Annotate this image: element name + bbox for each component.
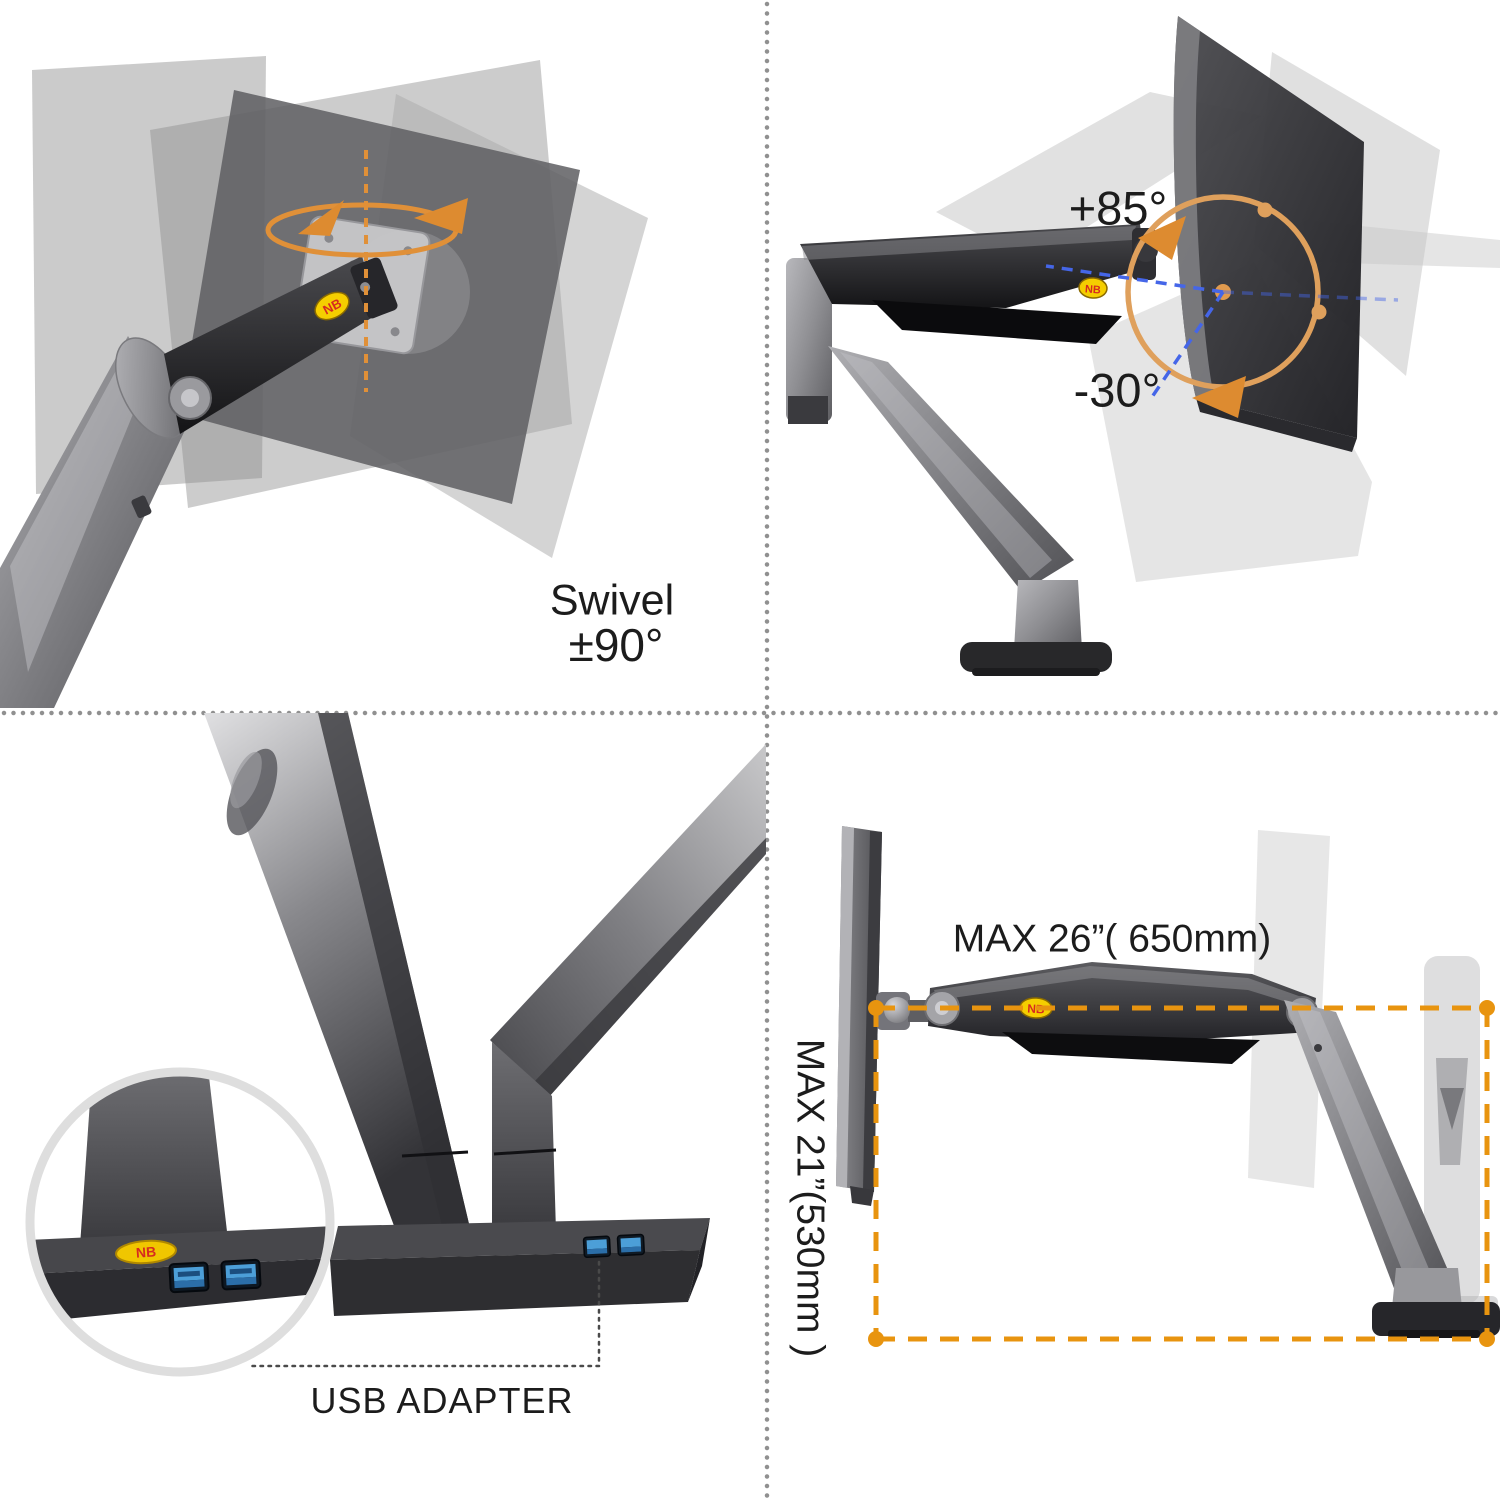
nb-logo: NB: [115, 1239, 177, 1265]
reach-base: [1372, 1302, 1500, 1336]
column-seam: [401, 1150, 469, 1158]
dual-arm-right: [490, 744, 766, 1098]
reach-monitor-foot: [850, 1186, 874, 1206]
tilt-column-lower: [788, 396, 828, 424]
tilt-lower-arm-highlight: [840, 352, 1052, 578]
reach-arm-hole: [1314, 1044, 1322, 1052]
column-seam: [493, 1148, 557, 1156]
reach-lower-arm: [1284, 1000, 1454, 1304]
tilt-base-column: [1014, 580, 1082, 650]
tilt-arm-spring: [872, 300, 1122, 344]
tilt-base-lip: [972, 668, 1100, 676]
swivel-caption-line2: ±90°: [568, 619, 664, 671]
tilt-ghost-lower: [1088, 262, 1372, 582]
magnifier-inset: NB: [25, 1067, 335, 1377]
tilt-monitor-bezel: [1173, 16, 1215, 403]
swivel-caption-line1: Swivel: [549, 576, 675, 625]
usb-base-front: [330, 1250, 700, 1316]
ring-arrowhead-down: [1192, 376, 1246, 418]
ring-dot-top: [1257, 202, 1273, 218]
magnifier-ring: [25, 1067, 335, 1377]
reach-illustration: NB: [836, 826, 1500, 1347]
reach-arm-spring: [1002, 1032, 1260, 1064]
dual-arm-right-edge: [534, 838, 766, 1098]
max-height-label: MAX 21”(530mm ): [788, 1038, 832, 1358]
reach-lower-arm-highlight: [1296, 1006, 1432, 1290]
nb-logo: NB: [314, 291, 350, 321]
reach-arm-sheen: [934, 966, 1310, 1008]
arm-tube-highlight: [10, 352, 146, 672]
dual-arm-left-edge: [318, 713, 470, 1234]
reach-ball-joint: [884, 997, 910, 1023]
tilt-up-angle-label: +85°: [1068, 181, 1168, 235]
arm-handle-cutout-inner: [230, 751, 262, 809]
usb-illustration: NB: [25, 713, 766, 1377]
forearm-endcap-inner: [181, 389, 199, 407]
tilt-lower-arm: [828, 346, 1074, 592]
tilt-arm-sheen: [802, 226, 1136, 260]
reach-ghost-pole-notch: [1440, 1088, 1464, 1130]
ring-arrowhead-up: [1138, 216, 1186, 260]
max-width-label: MAX 26”( 650mm): [952, 917, 1272, 961]
magnified-column: [80, 1072, 228, 1246]
reach-base-column: [1392, 1268, 1462, 1308]
dual-arm-left: [204, 713, 470, 1242]
swivel-arrowhead-left: [298, 200, 344, 236]
tilt-down-angle-label: -30°: [1073, 363, 1161, 417]
usb-leader-line: [250, 1260, 601, 1368]
usb-ports-magnified: [168, 1258, 262, 1294]
usb-base-side: [688, 1218, 710, 1302]
dimension-lines: [873, 1005, 1490, 1342]
swivel-arrowhead-right: [414, 198, 468, 234]
tilt-illustration: NB: [786, 16, 1500, 676]
reach-base-lip: [1388, 1330, 1480, 1338]
arm-knob: [131, 495, 152, 519]
usb-ports-small: [582, 1233, 645, 1259]
nb-logo: NB: [1078, 277, 1108, 299]
reach-monitor-front-edge: [836, 826, 854, 1188]
nb-logo-text: NB: [1085, 283, 1102, 296]
tilt-back-column: [786, 258, 832, 422]
tilt-monitor: [1173, 16, 1364, 438]
ring-dot-right: [1311, 304, 1327, 320]
arm-lower-tube: [0, 336, 186, 708]
tilt-angle-lines: [1045, 264, 1399, 401]
nb-logo-text: NB: [135, 1243, 156, 1260]
usb-adapter-caption: USB ADAPTER: [310, 1380, 574, 1421]
dimension-corner-dots: [868, 1000, 1495, 1347]
right-arm-column: [492, 1042, 556, 1232]
swivel-illustration: NB: [0, 56, 648, 708]
usb-base-top: [330, 1218, 710, 1260]
tilt-base: [960, 642, 1112, 672]
